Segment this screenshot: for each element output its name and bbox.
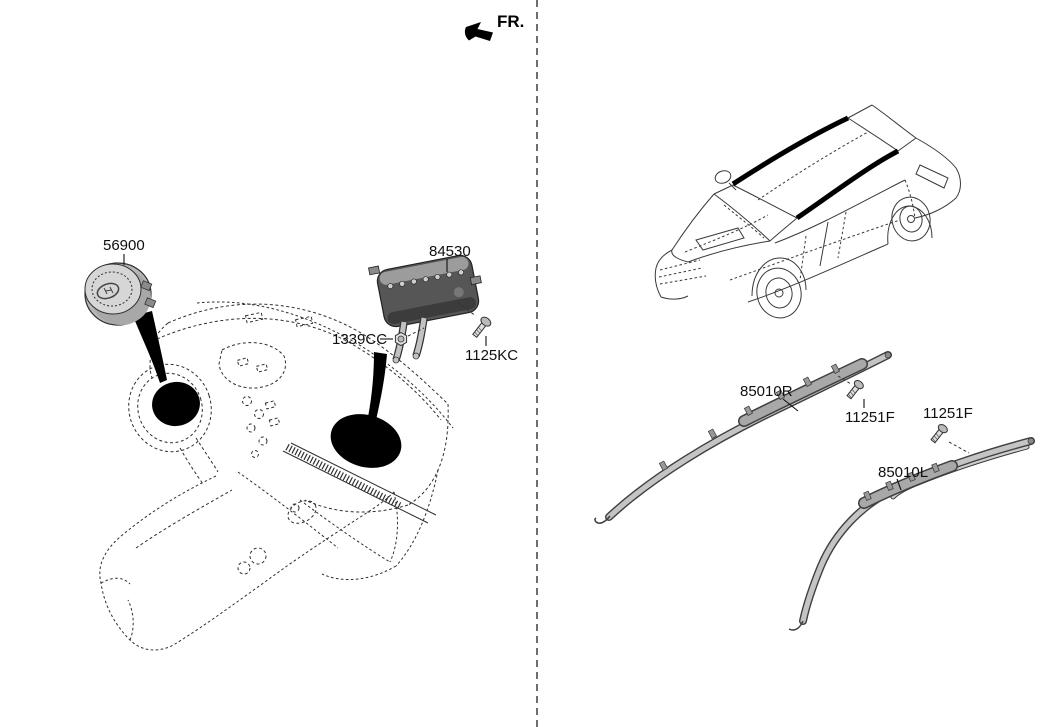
curtain-airbag-roof-left (731, 115, 850, 187)
part-label-1125KC[interactable]: 1125KC (465, 347, 518, 364)
curtain-left-bolt (930, 424, 970, 454)
part-label-56900[interactable]: 56900 (103, 237, 145, 254)
dashboard-line-art (99, 301, 454, 651)
part-label-1339CC[interactable]: 1339CC (332, 331, 387, 348)
driver-airbag-install-arrow (133, 311, 167, 383)
curtain-airbag-roof-right (795, 148, 900, 221)
brand-logo-icon (96, 282, 120, 300)
part-label-85010L[interactable]: 85010L (878, 464, 928, 481)
passenger-airbag-install-arrow (368, 352, 387, 420)
part-label-11251F-right[interactable]: 11251F (845, 409, 895, 426)
mounting-nut (394, 327, 425, 347)
leader-85010R (782, 398, 799, 412)
part-label-11251F-left[interactable]: 11251F (923, 405, 973, 422)
side-mirror (714, 170, 737, 191)
airbag-mount-location (152, 381, 200, 427)
front-direction-marker: FR. (464, 12, 524, 41)
front-direction-label: FR. (497, 12, 524, 31)
curtain-right-bolt (837, 375, 865, 408)
passenger-airbag-mount-location (330, 414, 402, 468)
part-label-85010R[interactable]: 85010R (740, 383, 793, 400)
vehicle-line-art (654, 104, 961, 319)
curtain-airbag-left (788, 437, 1035, 631)
center-stack (242, 396, 281, 458)
front-arrow-icon (464, 22, 493, 41)
rivet-row (387, 269, 464, 289)
center-console (99, 475, 395, 651)
part-label-84530[interactable]: 84530 (429, 243, 471, 260)
passenger-airbag-module (368, 254, 482, 364)
driver-airbag-module (84, 262, 157, 326)
curtain-airbag-right (594, 351, 892, 524)
leader-85010L (896, 478, 902, 491)
steering-wheel (128, 363, 219, 485)
passenger-airbag-bolt (457, 302, 492, 346)
